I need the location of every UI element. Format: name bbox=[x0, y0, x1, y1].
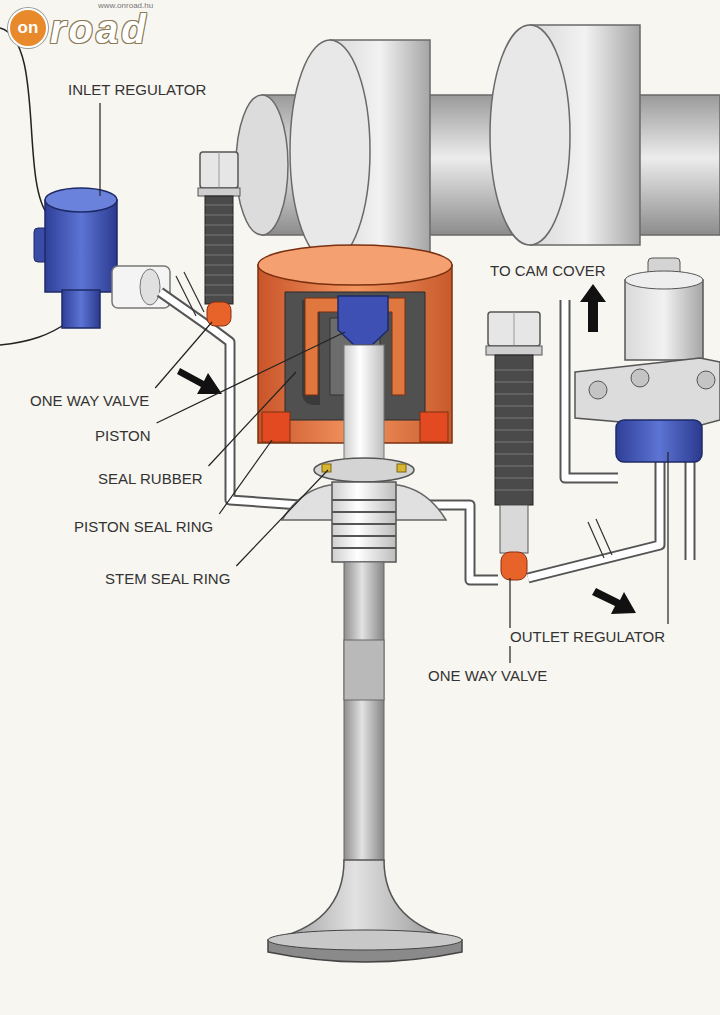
piston bbox=[338, 296, 388, 345]
leader-line bbox=[236, 470, 328, 566]
flow-arrow bbox=[592, 588, 636, 614]
leader-line bbox=[157, 332, 345, 423]
part-label: SEAL RUBBER bbox=[96, 470, 204, 488]
valve bbox=[268, 345, 462, 962]
pipe bbox=[425, 462, 660, 580]
threaded-body bbox=[495, 355, 533, 505]
one-way-valve bbox=[198, 152, 240, 326]
part-label: OUTLET REGULATOR bbox=[508, 628, 667, 646]
valve-shank bbox=[500, 505, 528, 553]
flow-arrow bbox=[580, 284, 606, 332]
logo-mark: on bbox=[8, 8, 48, 48]
regulator-neck bbox=[62, 290, 100, 328]
guide-grooves bbox=[332, 500, 396, 548]
part-label: PISTON bbox=[93, 427, 153, 445]
leader-line bbox=[208, 372, 296, 466]
regulator-top bbox=[45, 188, 117, 212]
one-way-valve bbox=[486, 312, 542, 580]
washer bbox=[198, 188, 240, 196]
watermark: road bbox=[50, 7, 149, 51]
valve-stem-upper bbox=[344, 345, 384, 475]
housing-top bbox=[258, 245, 452, 285]
outlet-regulator bbox=[575, 258, 720, 462]
leader-line bbox=[219, 440, 272, 514]
leader-line bbox=[509, 578, 510, 663]
part-label: TO CAM COVER bbox=[488, 262, 608, 280]
flange-bolt bbox=[697, 371, 715, 389]
piston-seal-ring bbox=[420, 412, 448, 442]
regulator-flange bbox=[575, 358, 720, 428]
part-label: ONE WAY VALVE bbox=[426, 667, 549, 685]
washer bbox=[486, 346, 542, 355]
valve-stem bbox=[344, 562, 384, 862]
inlet-regulator bbox=[34, 188, 170, 328]
cam-lobe-face bbox=[290, 40, 370, 262]
bolt-head bbox=[200, 152, 238, 188]
leader-line bbox=[667, 452, 668, 624]
valve-neck bbox=[268, 860, 462, 940]
pipe-outline bbox=[685, 462, 696, 560]
wire bbox=[0, 322, 68, 345]
valve-tip bbox=[207, 302, 231, 326]
regulator-fitting bbox=[112, 266, 170, 308]
thread-lines bbox=[495, 370, 533, 490]
bolt-head-edge bbox=[514, 312, 515, 346]
valve-head-top bbox=[268, 930, 462, 950]
stem-seal-ring bbox=[397, 464, 406, 472]
pipe-break-mark bbox=[588, 519, 612, 558]
watermark-url: www.onroad.hu bbox=[98, 1, 153, 11]
wire bbox=[0, 28, 48, 215]
part-label: INLET REGULATOR bbox=[66, 81, 208, 99]
regulator-body bbox=[45, 200, 117, 292]
regulator-fitting-end bbox=[140, 269, 160, 305]
flange-bolt bbox=[589, 381, 607, 399]
regulator-top bbox=[625, 271, 703, 289]
thread-lines bbox=[205, 205, 233, 295]
flow-arrow bbox=[177, 368, 222, 394]
pipe-break-mark bbox=[176, 272, 204, 316]
valve-tip bbox=[501, 552, 527, 580]
bolt-head-edge bbox=[219, 152, 220, 188]
pipe-outline bbox=[425, 462, 660, 580]
leader-line bbox=[99, 103, 100, 196]
pipe bbox=[687, 462, 694, 560]
air-pipes bbox=[160, 292, 690, 580]
camshaft-end bbox=[236, 95, 288, 235]
part-label: PISTON SEAL RING bbox=[72, 518, 215, 536]
piston-seal-ring bbox=[262, 412, 290, 442]
valve-stem-band bbox=[344, 640, 384, 700]
stem-collar bbox=[314, 458, 414, 482]
cam-lobe-face bbox=[490, 25, 570, 245]
threaded-body bbox=[205, 196, 233, 304]
regulator-valve bbox=[616, 420, 702, 462]
valve-guide bbox=[332, 482, 396, 562]
leader-line bbox=[155, 322, 212, 388]
bolt-head bbox=[488, 312, 540, 346]
regulator-body bbox=[625, 280, 703, 360]
part-label: STEM SEAL RING bbox=[103, 570, 232, 588]
camshaft bbox=[236, 25, 720, 262]
part-label: ONE WAY VALVE bbox=[28, 392, 151, 410]
flange-bolt bbox=[631, 369, 649, 387]
